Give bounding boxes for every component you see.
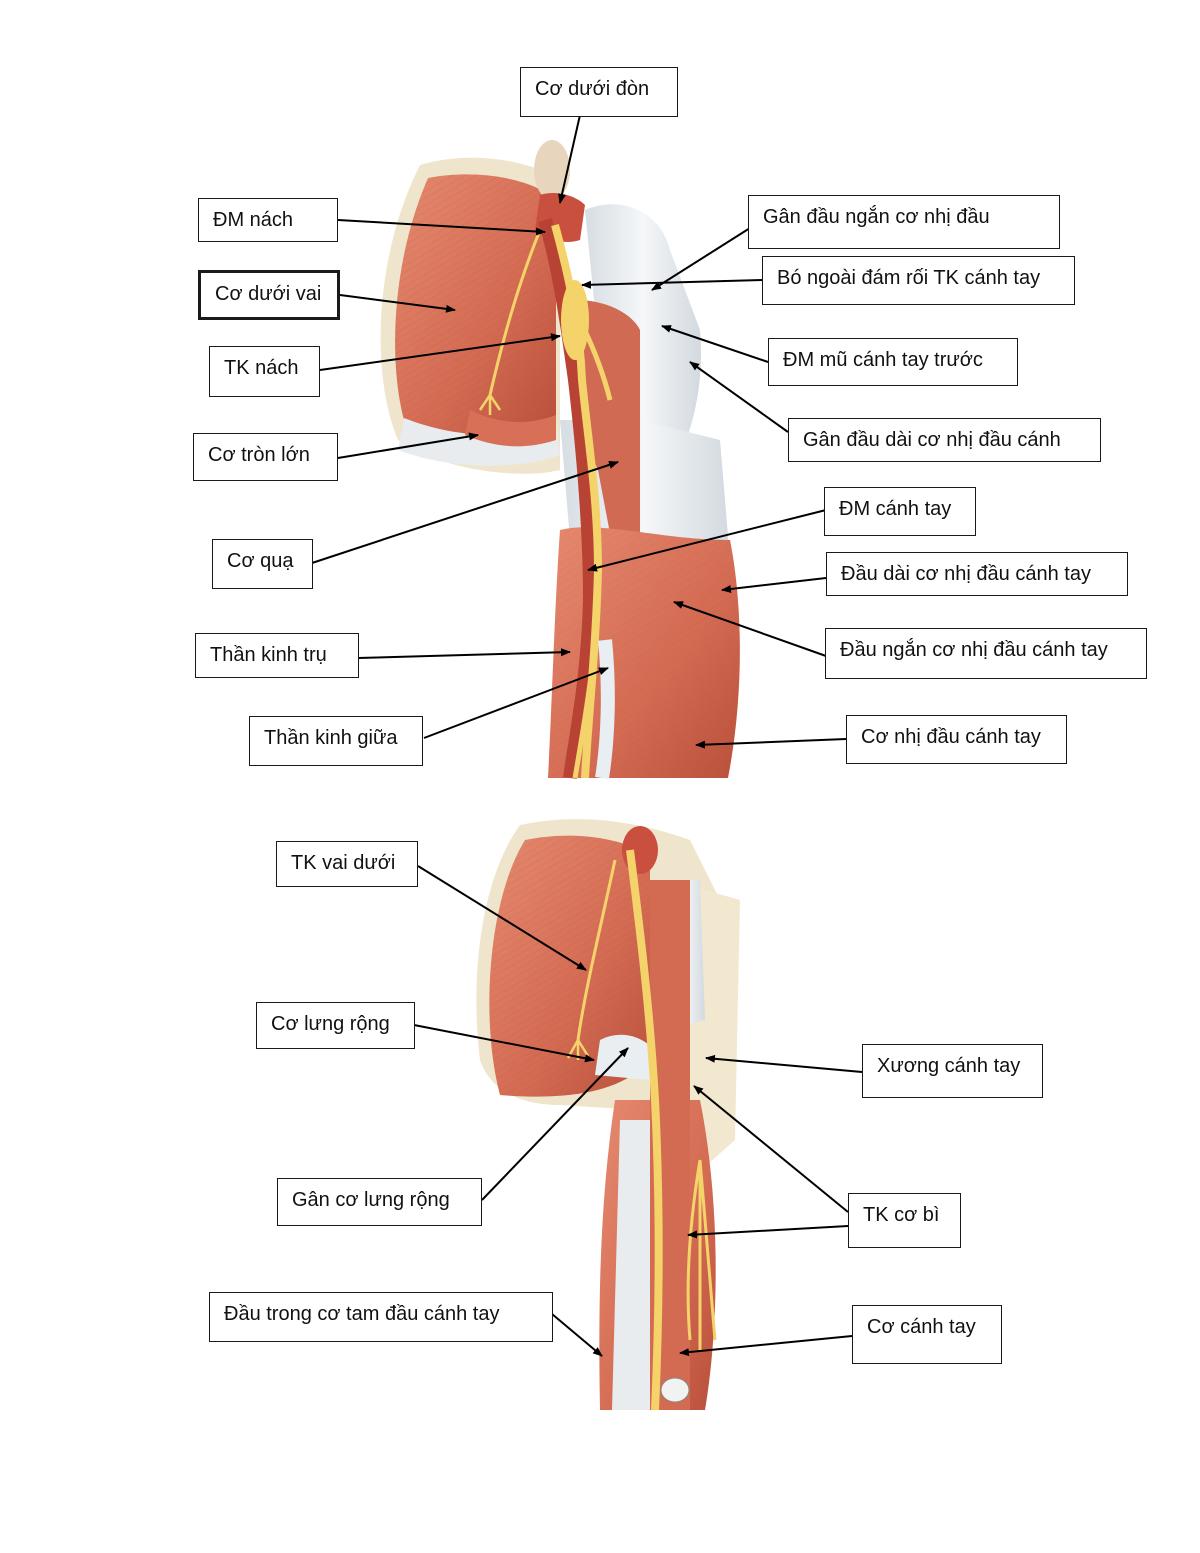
label-dm-mu: ĐM mũ cánh tay trước	[768, 338, 1018, 386]
label-tk-co-bi: TK cơ bì	[848, 1193, 961, 1248]
coracobrachialis-shape	[575, 300, 640, 560]
label-gan-dau-ngan: Gân đầu ngắn cơ nhị đầu	[748, 195, 1060, 249]
label-tk-vai-duoi: TK vai dưới	[276, 841, 418, 887]
label-co-lung-rong: Cơ lưng rộng	[256, 1002, 415, 1049]
label-co-canh-tay: Cơ cánh tay	[852, 1305, 1002, 1364]
label-than-kinh-giua: Thần kinh giữa	[249, 716, 423, 766]
pointer-lines	[311, 114, 863, 1357]
label-dm-nach: ĐM nách	[198, 198, 338, 242]
label-co-duoi-don: Cơ dưới đòn	[520, 67, 678, 117]
label-than-kinh-tru: Thần kinh trụ	[195, 633, 359, 678]
label-xuong-canh-tay: Xương cánh tay	[862, 1044, 1043, 1098]
label-dau-dai: Đầu dài cơ nhị đầu cánh tay	[826, 552, 1128, 596]
label-gan-dau-dai: Gân đầu dài cơ nhị đầu cánh	[788, 418, 1101, 462]
label-dau-trong: Đầu trong cơ tam đầu cánh tay	[209, 1292, 553, 1342]
label-gan-co-lung-rong: Gân cơ lưng rộng	[277, 1178, 482, 1226]
label-co-qua: Cơ quạ	[212, 539, 313, 589]
label-dm-canh-tay: ĐM cánh tay	[824, 487, 976, 536]
label-co-duoi-vai: Cơ dưới vai	[198, 270, 340, 320]
anterior-arm-illustration	[380, 140, 740, 780]
label-tk-nach: TK nách	[209, 346, 320, 397]
posterior-arm-illustration	[476, 819, 740, 1411]
label-co-tron-lon: Cơ tròn lớn	[193, 433, 338, 481]
label-co-nhi-dau: Cơ nhị đầu cánh tay	[846, 715, 1067, 764]
label-dau-ngan: Đầu ngắn cơ nhị đầu cánh tay	[825, 628, 1147, 679]
label-bo-ngoai: Bó ngoài đám rối TK cánh tay	[762, 256, 1075, 305]
